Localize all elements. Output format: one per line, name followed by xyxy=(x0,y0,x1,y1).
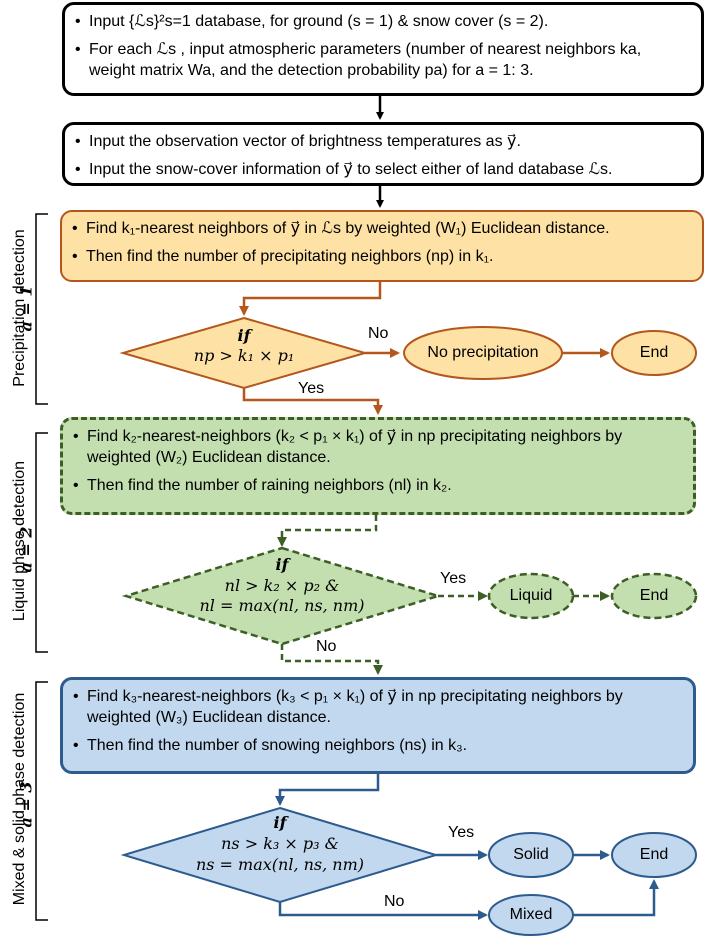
end3-text: End xyxy=(639,846,669,863)
stage-brackets xyxy=(35,213,48,921)
precip-condition: np > k₁ × p₁ xyxy=(193,346,295,365)
arrow-precip-to-if xyxy=(239,282,382,316)
end1-text: End xyxy=(639,344,669,361)
liquid-alpha: a = 2 xyxy=(16,526,36,573)
liquid-yes-label: Yes xyxy=(440,570,467,587)
input-line-2: For each ℒs , input atmospheric paramete… xyxy=(75,39,691,81)
observation-line-1: Input the observation vector of brightne… xyxy=(75,131,691,152)
solid-result-text: Solid xyxy=(513,846,549,863)
arrow-no-mixed xyxy=(278,902,488,920)
arrow-mixed-to-end xyxy=(573,879,659,917)
liquid-condition-2: nl = max(nl, ns, nm) xyxy=(199,596,365,615)
end2-ellipse xyxy=(610,572,698,620)
liquid-line-1: Find k₂-nearest-neighbors (k₂ < p₁ × k₁)… xyxy=(73,426,683,468)
liquid-decision-diamond xyxy=(121,546,443,646)
liquid-line-2: Then find the number of raining neighbor… xyxy=(73,475,683,496)
observation-box: Input the observation vector of brightne… xyxy=(62,122,704,186)
mixed-condition-1: ns > k₃ × p₃ & xyxy=(221,834,339,853)
precipitation-box: Find k₁-nearest neighbors of y⃗ in ℒs by… xyxy=(60,210,704,282)
liquid-if-label: if xyxy=(275,555,289,574)
precip-line-1: Find k₁-nearest neighbors of y⃗ in ℒs by… xyxy=(72,218,692,239)
mixed-line-1: Find k₃-nearest-neighbors (k₃ < p₁ × k₁)… xyxy=(73,686,683,728)
precip-line-2: Then find the number of precipitating ne… xyxy=(72,246,692,267)
liquid-condition-1: nl > k₂ × p₂ & xyxy=(224,576,340,595)
arrow-no-to-mixed xyxy=(280,644,383,675)
input-database-box: Input {ℒs}²s=1 database, for ground (s =… xyxy=(62,2,704,96)
end3-ellipse xyxy=(611,832,697,878)
end2-text: End xyxy=(639,587,669,604)
arrow-mixed-to-if xyxy=(275,774,380,806)
mixed-result-text: Mixed xyxy=(509,906,553,923)
precip-alpha: a = 1 xyxy=(16,285,36,332)
mixed-alpha: a = 3 xyxy=(16,781,36,828)
precip-no-label: No xyxy=(368,325,389,342)
arrow-liquid-to-if xyxy=(277,515,378,547)
liquid-box: Find k₂-nearest-neighbors (k₂ < p₁ × k₁)… xyxy=(60,417,696,515)
liquid-no-label: No xyxy=(316,638,337,655)
mixed-yes-label: Yes xyxy=(448,824,475,841)
precip-if-label: if xyxy=(237,326,251,345)
input-line-1: Input {ℒs}²s=1 database, for ground (s =… xyxy=(75,11,691,32)
mixed-no-label: No xyxy=(384,893,405,910)
mixed-if-label: if xyxy=(273,813,287,832)
no-precip-text: No precipitation xyxy=(427,344,539,361)
liquid-result-text: Liquid xyxy=(509,587,553,604)
mixed-condition-2: ns = max(nl, ns, nm) xyxy=(195,855,365,874)
arrow-yes-to-liquid xyxy=(242,388,383,415)
observation-line-2: Input the snow-cover information of y⃗ t… xyxy=(75,159,691,180)
precip-yes-label: Yes xyxy=(298,380,325,397)
end1-ellipse xyxy=(611,330,697,376)
mixed-line-2: Then find the number of snowing neighbor… xyxy=(73,735,683,756)
mixed-box: Find k₃-nearest-neighbors (k₃ < p₁ × k₁)… xyxy=(60,677,696,774)
